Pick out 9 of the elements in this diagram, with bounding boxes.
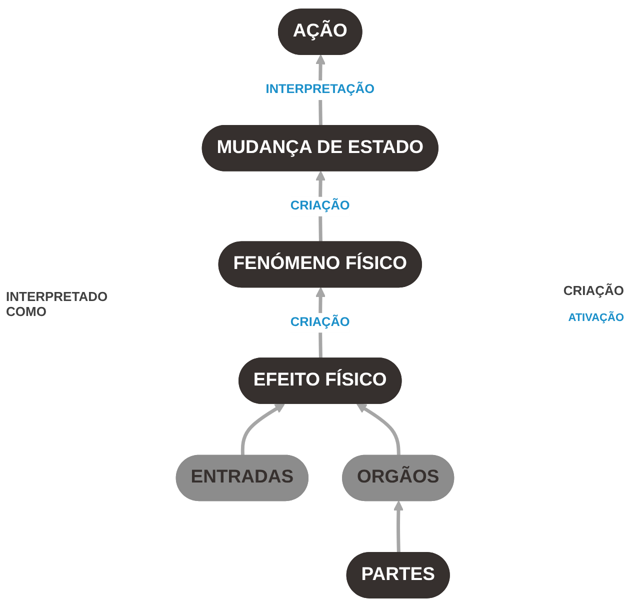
arrow <box>356 403 400 456</box>
side-label: INTERPRETADO COMO <box>6 288 109 318</box>
side-label: CRIAÇÃO <box>563 283 624 298</box>
arrow <box>393 500 404 554</box>
edge-label: CRIAÇÃO <box>290 315 350 330</box>
edge-label: INTERPRETAÇÃO <box>266 82 374 97</box>
side-label: ATIVAÇÃO <box>568 312 624 324</box>
arrow <box>240 403 285 456</box>
edge-label: CRIAÇÃO <box>290 199 350 213</box>
